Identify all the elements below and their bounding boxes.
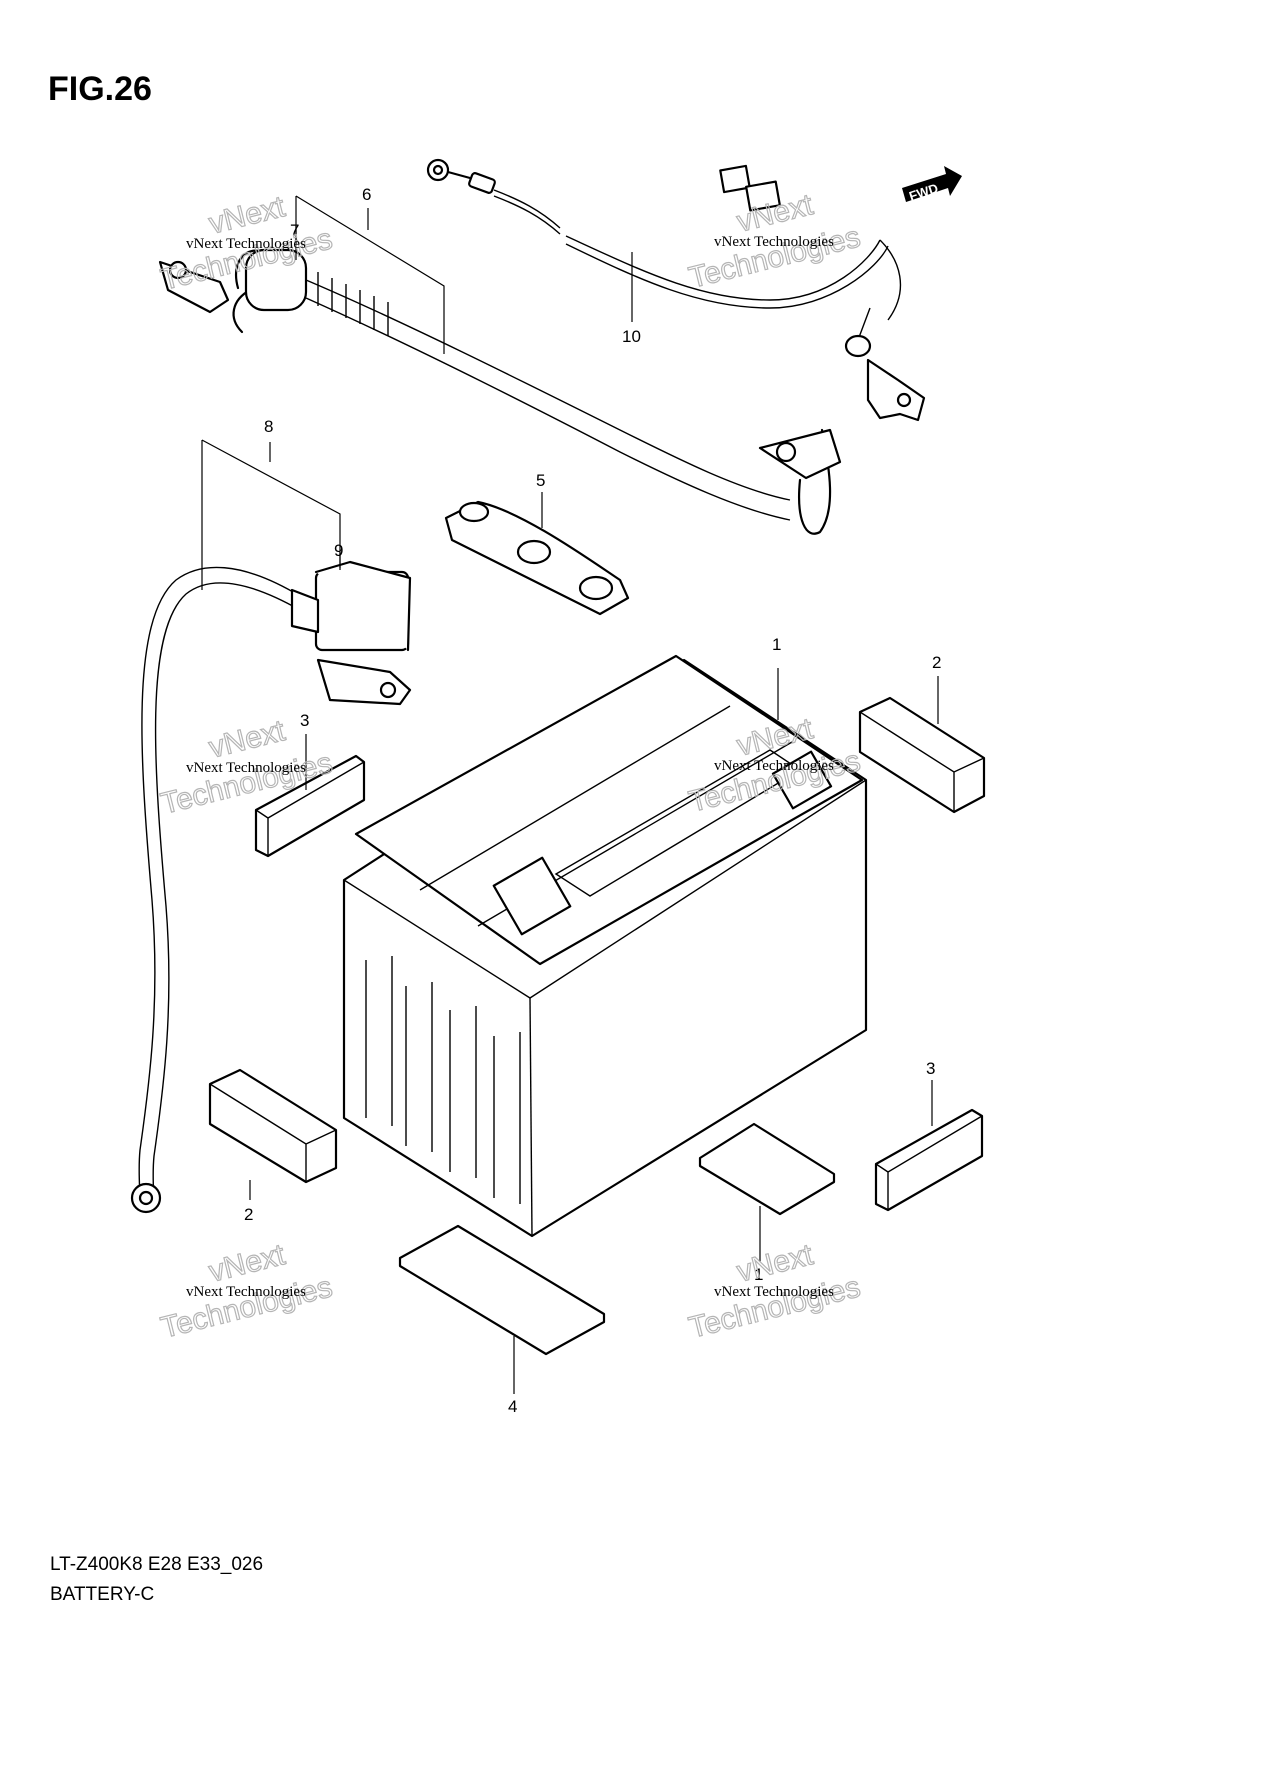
battery-pad-small-part — [698, 1122, 836, 1216]
wiring-harness-part — [426, 158, 926, 422]
fwd-arrow-icon: FWD — [902, 166, 962, 204]
pad-right-upper-part — [858, 696, 986, 814]
figure-title: FIG.26 — [48, 70, 152, 108]
battery-band-part — [444, 500, 630, 616]
callout-7: 7 — [290, 221, 299, 240]
leader-lines — [201, 195, 939, 1394]
diagram-code: LT-Z400K8 E28 E33_026 — [50, 1554, 263, 1575]
callout-9: 9 — [334, 541, 343, 560]
spacer-left-part — [254, 754, 366, 858]
spacer-right-part — [874, 1108, 984, 1212]
battery-part — [342, 654, 868, 1238]
svg-text:vNext Technologies: vNext Technologies — [714, 234, 834, 250]
svg-text:Technologies: Technologies — [686, 220, 864, 294]
callout-2-upper: 2 — [932, 653, 941, 672]
svg-text:vNext: vNext — [206, 714, 289, 765]
callout-1-battery: 1 — [772, 635, 781, 654]
svg-text:Technologies: Technologies — [686, 1270, 864, 1344]
callout-3-left: 3 — [300, 711, 309, 730]
callout-8: 8 — [264, 417, 273, 436]
diagram-caption: BATTERY-C — [50, 1584, 154, 1605]
positive-lead-part — [130, 560, 412, 1214]
callout-4: 4 — [508, 1397, 517, 1416]
svg-text:vNext Technologies: vNext Technologies — [186, 236, 306, 252]
watermark: vNext Technologies vNext Technologies — [685, 1237, 864, 1345]
svg-text:vNext Technologies: vNext Technologies — [186, 760, 306, 776]
svg-text:Technologies: Technologies — [158, 1270, 336, 1344]
negative-lead-part — [158, 248, 842, 535]
watermark: vNext Technologies vNext Technologies — [685, 187, 864, 295]
callout-5: 5 — [536, 471, 545, 490]
svg-text:vNext: vNext — [206, 190, 289, 241]
callout-10: 10 — [622, 327, 641, 346]
pad-left-lower-part — [208, 1068, 338, 1184]
callout-3-right: 3 — [926, 1059, 935, 1078]
callout-2-lower: 2 — [244, 1205, 253, 1224]
svg-text:vNext Technologies: vNext Technologies — [714, 758, 834, 774]
fwd-label: FWD — [907, 180, 940, 203]
svg-text:vNext: vNext — [206, 1238, 289, 1289]
callout-1-pad: 1 — [754, 1265, 763, 1284]
callout-6: 6 — [362, 185, 371, 204]
svg-text:vNext: vNext — [734, 188, 817, 239]
sheet-bottom-part — [398, 1224, 606, 1356]
watermark: vNext Technologies vNext Technologies — [157, 1237, 336, 1345]
svg-text:vNext Technologies: vNext Technologies — [186, 1284, 306, 1300]
svg-text:vNext: vNext — [734, 1238, 817, 1289]
svg-text:vNext Technologies: vNext Technologies — [714, 1284, 834, 1300]
